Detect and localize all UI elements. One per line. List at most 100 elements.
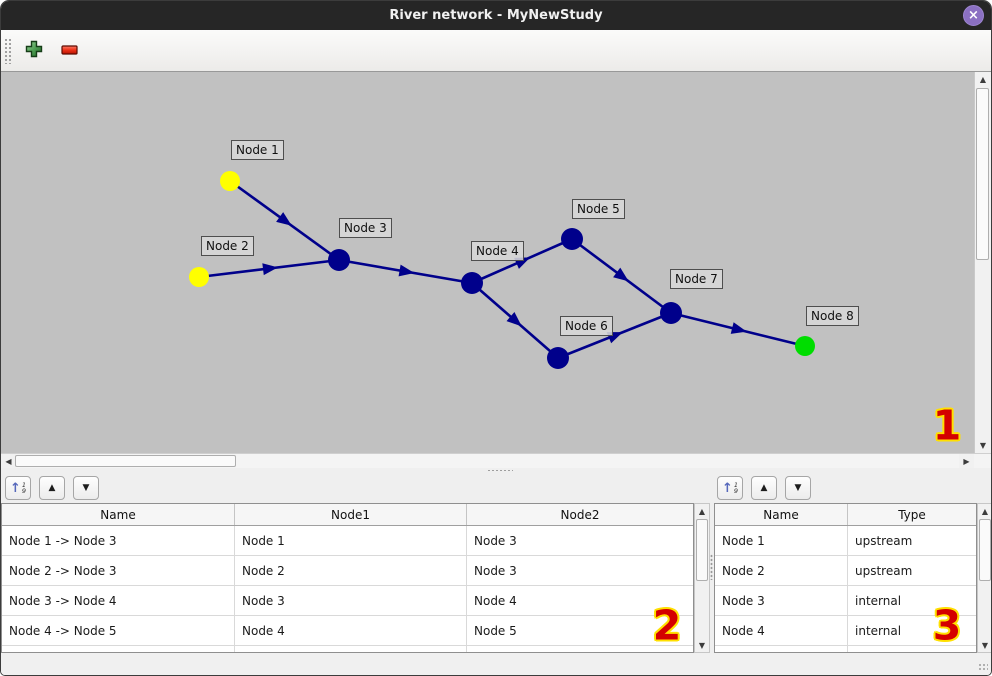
cell-node2[interactable]: Node 3 (474, 563, 517, 578)
nodes-move-down-button[interactable]: ▼ (785, 476, 811, 500)
node-label-node-8: Node 8 (806, 306, 859, 326)
cell-name[interactable]: Node 2 (715, 556, 848, 585)
network-diagram (189, 171, 815, 369)
add-icon (25, 40, 43, 62)
cell-node1[interactable]: Node 1 (235, 526, 467, 555)
flow-arrow-icon (506, 312, 522, 327)
column-header-name[interactable]: Name (2, 504, 235, 525)
cell-node1[interactable]: Node 4 (235, 616, 467, 645)
nodes-move-up-button[interactable]: ▲ (751, 476, 777, 500)
scroll-up-icon[interactable]: ▲ (695, 504, 709, 518)
horizontal-splitter[interactable] (1, 468, 991, 472)
node-label-node-5: Node 5 (572, 199, 625, 219)
table-row[interactable]: Node 4 internal (715, 616, 976, 646)
canvas-hscroll-thumb[interactable] (15, 455, 236, 467)
column-header-node2[interactable]: Node2 (560, 507, 600, 522)
scroll-down-icon[interactable]: ▼ (975, 438, 991, 453)
node-node-1[interactable] (220, 171, 240, 191)
scroll-down-icon[interactable]: ▼ (695, 638, 709, 652)
close-button[interactable]: × (963, 5, 984, 26)
node-node-7[interactable] (660, 302, 682, 324)
annotation-3: 3 (932, 601, 962, 650)
cell-name[interactable]: Node 4 (715, 616, 848, 645)
remove-node-button[interactable] (57, 38, 83, 64)
column-header-type[interactable]: Type (898, 507, 926, 522)
status-bar (1, 653, 991, 675)
nodes-table-scrollbar[interactable]: ▲ ▼ (977, 503, 991, 653)
links-table-scrollbar[interactable]: ▲ ▼ (694, 503, 710, 653)
nodes-scroll-thumb[interactable] (979, 519, 991, 581)
node-node-8[interactable] (795, 336, 815, 356)
node-label-node-6: Node 6 (560, 316, 613, 336)
links-scroll-thumb[interactable] (696, 519, 708, 581)
node-node-6[interactable] (547, 347, 569, 369)
links-move-down-button[interactable]: ▼ (73, 476, 99, 500)
sort-digit-top: 1 (21, 481, 27, 489)
column-header-node1[interactable]: Node1 (235, 504, 467, 525)
sort-digit-top: 1 (733, 481, 739, 489)
scroll-right-icon[interactable]: ▶ (959, 454, 974, 468)
cell-empty (235, 646, 467, 652)
node-label-node-3: Node 3 (339, 218, 392, 238)
node-node-4[interactable] (461, 272, 483, 294)
table-row[interactable]: Node 1 upstream (715, 526, 976, 556)
cell-name[interactable]: Node 1 (715, 526, 848, 555)
cell-node1[interactable]: Node 3 (235, 586, 467, 615)
canvas-vscroll-thumb[interactable] (976, 88, 989, 260)
main-toolbar (1, 30, 991, 72)
cell-type[interactable]: internal (855, 623, 902, 638)
sort-arrow-icon: ↑ (721, 480, 733, 496)
cell-name[interactable]: Node 4 -> Node 5 (2, 616, 235, 645)
cell-type[interactable]: upstream (855, 563, 913, 578)
cell-node2[interactable]: Node 3 (474, 533, 517, 548)
cell-name[interactable]: Node 3 (715, 586, 848, 615)
cell-node2[interactable]: Node 5 (474, 623, 517, 638)
table-row[interactable]: Node 3 internal (715, 586, 976, 616)
scroll-up-icon[interactable]: ▲ (975, 72, 991, 87)
cell-name[interactable]: Node 2 -> Node 3 (2, 556, 235, 585)
cell-node2[interactable]: Node 4 (474, 593, 517, 608)
move-down-icon: ▼ (794, 483, 802, 493)
toolbar-drag-handle[interactable] (4, 37, 11, 64)
column-header-name[interactable]: Name (715, 504, 848, 525)
add-node-button[interactable] (21, 38, 47, 64)
scroll-up-icon[interactable]: ▲ (978, 504, 991, 518)
node-label-node-2: Node 2 (201, 236, 254, 256)
table-row[interactable]: Node 2 upstream (715, 556, 976, 586)
cell-name[interactable]: Node 3 -> Node 4 (2, 586, 235, 615)
node-label-node-1: Node 1 (231, 140, 284, 160)
cell-node1[interactable]: Node 2 (235, 556, 467, 585)
table-row-partial (2, 646, 693, 652)
node-node-2[interactable] (189, 267, 209, 287)
resize-grip-icon[interactable] (978, 663, 988, 672)
scroll-down-icon[interactable]: ▼ (978, 638, 991, 652)
links-move-up-button[interactable]: ▲ (39, 476, 65, 500)
vertical-splitter[interactable] (710, 472, 714, 653)
node-node-5[interactable] (561, 228, 583, 250)
canvas-horizontal-scrollbar[interactable]: ◀ ▶ (1, 453, 991, 468)
scroll-left-icon[interactable]: ◀ (1, 454, 16, 468)
cell-type[interactable]: internal (855, 593, 902, 608)
cell-name[interactable]: Node 1 -> Node 3 (2, 526, 235, 555)
remove-icon (61, 41, 79, 60)
canvas-vertical-scrollbar[interactable]: ▲ ▼ (974, 72, 991, 453)
cell-type[interactable]: upstream (855, 533, 913, 548)
node-node-3[interactable] (328, 249, 350, 271)
titlebar[interactable]: River network - MyNewStudy × (1, 1, 991, 30)
